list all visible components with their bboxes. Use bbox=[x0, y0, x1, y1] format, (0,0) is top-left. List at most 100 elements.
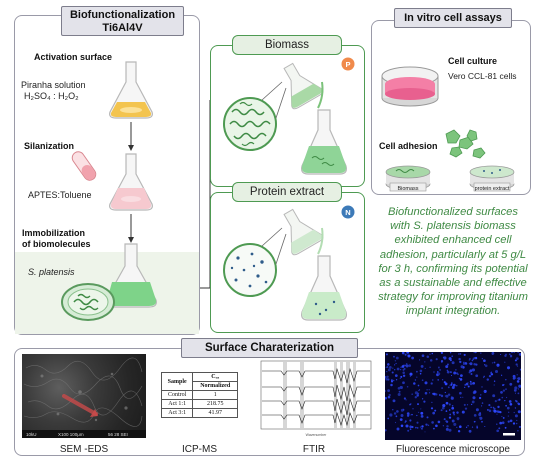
biofunctionalization-subtitle: Ti6Al4V bbox=[102, 22, 143, 34]
fluorescence-dots bbox=[385, 352, 521, 436]
fluor-nucleus bbox=[452, 411, 455, 414]
fluorescence-caption: Fluorescence microscope bbox=[396, 444, 510, 455]
fluor-nucleus bbox=[397, 392, 401, 397]
fluor-nucleus bbox=[474, 420, 476, 423]
fluor-nucleus bbox=[419, 369, 423, 373]
fluor-scale-bar bbox=[503, 433, 515, 436]
fluor-nucleus bbox=[409, 414, 411, 416]
fluor-nucleus bbox=[429, 392, 431, 394]
fluor-nucleus bbox=[473, 352, 475, 354]
fluor-nucleus bbox=[406, 414, 410, 417]
fluor-nucleus bbox=[475, 352, 477, 353]
fluor-nucleus bbox=[480, 394, 482, 396]
fluor-nucleus bbox=[456, 385, 458, 387]
fluor-nucleus bbox=[445, 420, 449, 423]
fluor-nucleus bbox=[465, 382, 469, 386]
fluor-nucleus bbox=[387, 417, 390, 420]
fluor-nucleus bbox=[436, 371, 439, 373]
fluor-nucleus bbox=[511, 352, 513, 354]
fluor-nucleus bbox=[458, 357, 461, 361]
fluor-nucleus bbox=[402, 374, 406, 378]
fluor-nucleus bbox=[509, 382, 513, 386]
fluor-nucleus bbox=[456, 411, 459, 414]
fluor-nucleus bbox=[426, 416, 429, 419]
fluor-nucleus bbox=[517, 377, 521, 381]
fluor-nucleus bbox=[411, 413, 413, 416]
fluor-nucleus bbox=[456, 417, 460, 420]
fluor-nucleus bbox=[451, 405, 454, 407]
fluor-nucleus bbox=[420, 427, 422, 430]
fluor-nucleus bbox=[468, 357, 471, 360]
fluor-nucleus bbox=[486, 408, 489, 411]
piranha-formula: H₂SO₄ : H₂O₂ bbox=[24, 91, 79, 101]
fluor-nucleus bbox=[467, 385, 470, 388]
test-tube-icon bbox=[71, 151, 97, 181]
fluor-nucleus bbox=[493, 380, 496, 382]
fluor-nucleus bbox=[486, 378, 489, 381]
fluor-nucleus bbox=[402, 381, 405, 385]
protein-flask-icon bbox=[301, 255, 347, 321]
fluor-nucleus bbox=[448, 416, 452, 419]
fluor-nucleus bbox=[403, 397, 406, 400]
fluor-nucleus bbox=[409, 403, 411, 406]
protein-dish-icon bbox=[469, 165, 515, 192]
fluor-nucleus bbox=[416, 376, 418, 378]
fluor-nucleus bbox=[497, 405, 500, 409]
icp-cell-sample: Act 3:1 bbox=[160, 408, 194, 418]
fluor-nucleus bbox=[458, 377, 461, 380]
fluor-nucleus bbox=[502, 384, 504, 387]
fluor-nucleus bbox=[402, 368, 405, 371]
fluor-nucleus bbox=[451, 386, 455, 389]
fluor-nucleus bbox=[445, 410, 448, 412]
fluor-nucleus bbox=[428, 389, 430, 391]
fluor-nucleus bbox=[393, 412, 397, 415]
fluor-nucleus bbox=[459, 378, 463, 381]
fluor-nucleus bbox=[420, 415, 424, 418]
icp-cell-value: 218.75 bbox=[192, 399, 238, 409]
fluor-nucleus bbox=[441, 379, 444, 381]
conclusion-text: Biofunctionalized surfaces with S. plate… bbox=[378, 206, 528, 318]
fluor-nucleus bbox=[509, 419, 513, 423]
fluor-nucleus bbox=[415, 370, 418, 373]
fluor-nucleus bbox=[420, 411, 424, 415]
fluor-nucleus bbox=[519, 368, 521, 371]
icp-caption: ICP-MS bbox=[182, 444, 217, 455]
fluor-nucleus bbox=[459, 360, 462, 364]
fluor-nucleus bbox=[406, 352, 410, 354]
fluor-nucleus bbox=[449, 413, 452, 416]
fluor-nucleus bbox=[461, 410, 465, 414]
fluor-nucleus bbox=[449, 384, 451, 386]
fluor-nucleus bbox=[475, 374, 479, 378]
fluor-nucleus bbox=[501, 415, 503, 418]
dish-label-biomass: Biomass bbox=[397, 186, 418, 192]
sem-footer-scale: X100 100μm bbox=[58, 432, 84, 437]
fluor-nucleus bbox=[484, 425, 486, 428]
fluor-nucleus bbox=[417, 411, 420, 414]
fluor-nucleus bbox=[439, 394, 441, 396]
fluor-nucleus bbox=[513, 377, 516, 379]
fluor-nucleus bbox=[424, 367, 426, 369]
fluor-nucleus bbox=[451, 406, 455, 410]
fluor-nucleus bbox=[399, 385, 403, 390]
ftir-spectra bbox=[262, 367, 370, 427]
fluor-nucleus bbox=[414, 379, 417, 381]
fluor-nucleus bbox=[488, 374, 492, 378]
fluor-nucleus bbox=[483, 359, 486, 363]
fluor-nucleus bbox=[441, 387, 444, 390]
fluor-nucleus bbox=[456, 426, 458, 428]
fluor-nucleus bbox=[400, 414, 404, 417]
fluor-nucleus bbox=[460, 374, 463, 377]
fluor-nucleus bbox=[483, 390, 486, 393]
fluor-nucleus bbox=[445, 427, 449, 431]
fluor-nucleus bbox=[435, 424, 438, 428]
fluor-nucleus bbox=[440, 360, 444, 363]
fluor-nucleus bbox=[464, 386, 466, 388]
fluor-nucleus bbox=[465, 426, 468, 428]
fluor-nucleus bbox=[419, 426, 422, 428]
fluor-nucleus bbox=[496, 429, 500, 433]
